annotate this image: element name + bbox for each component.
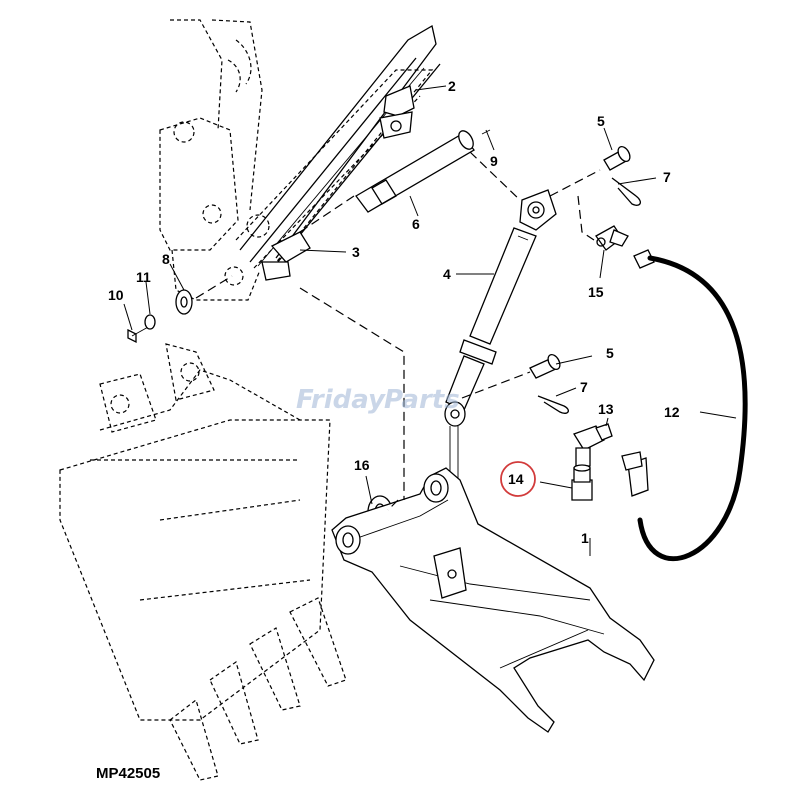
clip-7-upper bbox=[611, 177, 641, 206]
bracket-3 bbox=[261, 231, 311, 281]
adapter-14 bbox=[571, 464, 593, 501]
spacer-8 bbox=[175, 289, 193, 315]
bucket-link-1 bbox=[331, 467, 655, 733]
callout-16: 16 bbox=[354, 457, 370, 473]
assembly-lines bbox=[195, 151, 601, 511]
callout-15: 15 bbox=[588, 284, 604, 300]
callout-12: 12 bbox=[664, 404, 680, 420]
watermark-text-a: Friday bbox=[296, 385, 386, 415]
callout-14: 14 bbox=[508, 471, 524, 487]
callout-5-upper: 5 bbox=[597, 113, 605, 129]
clip-7-lower bbox=[537, 395, 569, 414]
hose-12 bbox=[621, 249, 748, 562]
callout-8: 8 bbox=[162, 251, 170, 267]
callout-5-lower: 5 bbox=[606, 345, 614, 361]
pin-6 bbox=[355, 129, 491, 213]
figure-id: MP42505 bbox=[96, 765, 160, 782]
callout-13: 13 bbox=[598, 401, 614, 417]
callout-4: 4 bbox=[443, 266, 451, 282]
callout-11: 11 bbox=[136, 269, 151, 285]
bucket-ghost bbox=[58, 343, 347, 781]
stick-solid bbox=[239, 24, 441, 275]
cylinder-4 bbox=[444, 189, 557, 590]
callout-7-lower: 7 bbox=[580, 379, 588, 395]
washer-11 bbox=[144, 314, 156, 330]
callout-1: 1 bbox=[581, 530, 589, 546]
callout-10: 10 bbox=[108, 287, 124, 303]
callout-6: 6 bbox=[412, 216, 420, 232]
leader-lines bbox=[123, 85, 737, 556]
pin-5-upper bbox=[603, 145, 631, 171]
callout-labels: 2 3 4 5 5 6 7 7 8 9 10 11 12 13 14 15 16… bbox=[108, 78, 680, 546]
callout-3: 3 bbox=[352, 244, 360, 260]
callout-7-upper: 7 bbox=[663, 169, 671, 185]
bracket-2 bbox=[379, 85, 415, 139]
watermark-text-b: Parts bbox=[384, 385, 460, 415]
fitting-13 bbox=[573, 423, 613, 467]
callout-2: 2 bbox=[448, 78, 456, 94]
fitting-15 bbox=[595, 225, 629, 251]
watermark: Friday Parts bbox=[296, 385, 460, 415]
highlight-ring bbox=[500, 461, 536, 497]
pin-5-lower bbox=[529, 353, 561, 379]
callout-9: 9 bbox=[490, 153, 498, 169]
